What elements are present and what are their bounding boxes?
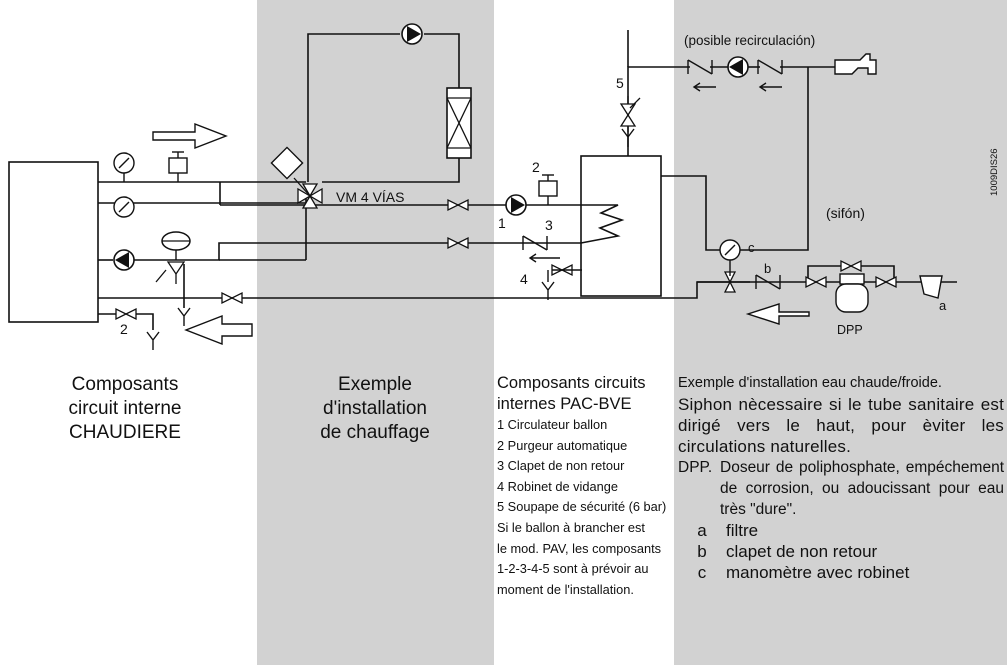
label-4: 4 [520,271,528,287]
pipes [98,30,957,330]
heating-caption: Exemple d'installation de chauffage [290,373,460,445]
pump-recirc [727,56,749,78]
dhw-zone-bg [674,0,1007,665]
label-1: 1 [498,215,506,231]
legend-key: c [697,563,707,582]
siphon-label: (sifón) [826,205,865,221]
boiler-caption: Composants circuit interne CHAUDIERE [40,373,210,445]
heating-caption-line: d'installation [323,398,427,419]
pac-item: 2 Purgeur automatique [497,437,628,453]
tank-coil [580,204,625,244]
legend-item: c manomètre avec robinet [678,562,1004,583]
boiler-caption-line: CHAUDIERE [69,422,181,443]
dpp-key: DPP. [678,459,713,476]
pac-note-line: 1-2-3-4-5 sont à prévoir au [497,561,649,577]
small-arrows [528,82,782,263]
tap-icon [834,53,877,75]
label-2b: 2 [120,321,128,337]
gate-valve [115,308,137,320]
four-way-valve [270,146,323,209]
dhw-description: Exemple d'installation eau chaude/froide… [678,373,1004,583]
legend-key: a [697,521,707,540]
legend-item: a filtre [678,520,1004,541]
heating-caption-line: Exemple [338,374,412,395]
pac-note-line: moment de l'installation. [497,581,634,597]
gauge-icon [719,239,741,261]
label-2: 2 [532,159,540,175]
boiler-box [8,161,99,323]
boiler-caption-line: circuit interne [68,398,182,419]
heating-caption-line: de chauffage [320,422,430,443]
label-5: 5 [616,75,624,91]
boiler-caption-line: Composants [71,374,179,395]
gate-valve [221,292,243,304]
pac-item: 3 Clapet de non retour [497,458,625,474]
flow-arrows [152,122,810,346]
label-c: c [748,240,755,255]
safety-valve [155,261,186,284]
dpp-label: DPP [837,323,863,337]
pac-item: 4 Robinet de vidange [497,478,618,494]
purger-2 [538,174,558,206]
legend-item: b clapet de non retour [678,541,1004,562]
label-a: a [939,298,947,313]
dpp-text: Doseur de poliphosphate, empéchement de … [720,459,1004,518]
pac-note-line: Si le ballon à brancher est [497,519,645,535]
pac-note-line: le mod. PAV, les composants [497,540,662,556]
pump-boiler [113,249,135,271]
legend-text: manomètre avec robinet [726,563,910,582]
dhw-title: Exemple d'installation eau chaude/froide… [678,375,942,391]
filter-icon [919,275,943,299]
drain-icon [177,307,191,327]
dpp-unit [835,273,869,313]
valve-4way-label: VM 4 VÍAS [336,189,404,205]
purger-icon [168,151,188,183]
pump-heating [401,23,423,45]
pac-components: Composants circuits internes PAC-BVE 1 C… [497,373,675,600]
pump-1 [505,194,527,216]
legend-key: b [697,542,707,561]
drawing-code: 1009DIS26 [989,148,1000,196]
drain-icon [146,331,160,351]
dhw-siphon-note: Siphon nècessaire si le tube sanitaire e… [678,395,1004,456]
recirc-label: (posible recirculación) [684,33,815,48]
label-b: b [764,261,771,276]
storage-tank [580,155,662,297]
legend-text: clapet de non retour [726,542,878,561]
gauge-icon [113,196,135,218]
pac-title-line: internes PAC-BVE [497,395,632,413]
pac-item: 5 Soupape de sécurité (6 bar) [497,499,667,515]
pac-item: 1 Circulateur ballon [497,417,608,432]
dpp-note: DPP. Doseur de poliphosphate, empéchemen… [678,457,1004,520]
label-3: 3 [545,217,553,233]
pac-title-line: Composants circuits [497,374,646,392]
safety-valve-5 [619,96,641,132]
expansion-vessel [161,231,191,260]
legend-text: filtre [726,521,759,540]
gauge-icon [113,152,135,174]
